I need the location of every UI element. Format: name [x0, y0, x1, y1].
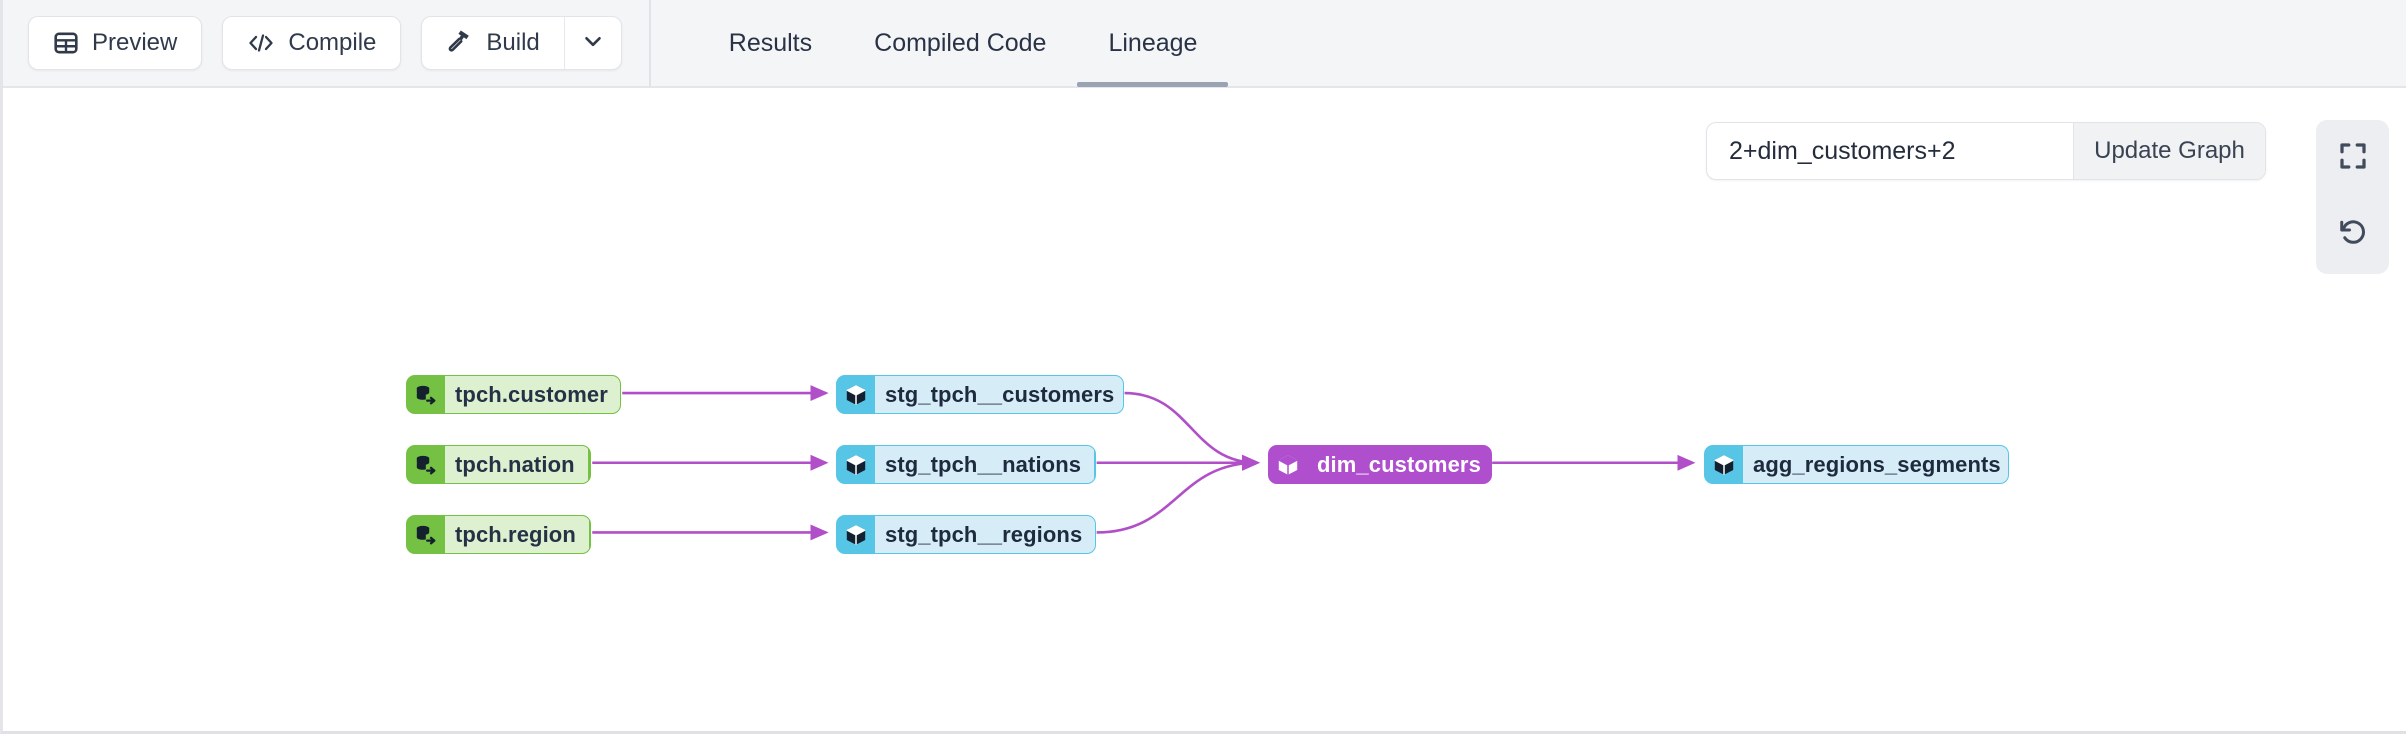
lineage-node-label: tpch.nation	[445, 446, 588, 483]
node-selector-input[interactable]	[1707, 123, 2073, 179]
lineage-edges	[592, 385, 1696, 541]
fullscreen-button[interactable]	[2325, 134, 2380, 182]
lineage-canvas[interactable]: tpch.customer tpch.nation tpch.region stg_t…	[3, 90, 2406, 731]
tab-lineage[interactable]: Lineage	[1077, 0, 1229, 87]
chevron-down-icon	[580, 28, 606, 59]
tab-results-label: Results	[728, 28, 813, 57]
node-selector-group: Update Graph	[1706, 122, 2266, 180]
lineage-node-tpch_nation[interactable]: tpch.nation	[406, 445, 591, 484]
build-button-label: Build	[486, 29, 540, 56]
reset-undo-icon	[2338, 217, 2368, 252]
database-source-icon	[407, 376, 445, 413]
tab-compiled-code-label: Compiled Code	[874, 28, 1047, 57]
cube-model-icon	[1269, 446, 1307, 483]
lineage-edge	[1096, 454, 1261, 534]
lineage-node-label: tpch.customer	[445, 376, 620, 413]
lineage-node-tpch_region[interactable]: tpch.region	[406, 515, 591, 554]
result-tabs: Results Compiled Code Lineage	[651, 0, 1229, 87]
database-source-icon	[407, 446, 445, 483]
lineage-node-label: dim_customers	[1307, 446, 1491, 483]
cube-model-icon	[837, 376, 875, 413]
table-grid-icon	[53, 30, 79, 56]
update-graph-button-label: Update Graph	[2094, 137, 2245, 164]
compile-button-label: Compile	[288, 29, 377, 56]
cube-model-icon	[837, 446, 875, 483]
lineage-node-stg_tpch_customers[interactable]: stg_tpch__customers	[836, 375, 1124, 414]
lineage-node-agg_regions_segments[interactable]: agg_regions_segments	[1704, 445, 2009, 484]
build-split-button: Build	[421, 16, 622, 70]
reset-graph-button[interactable]	[2325, 210, 2380, 258]
graph-controls	[2316, 120, 2389, 274]
lineage-edge	[1124, 391, 1261, 471]
preview-button[interactable]: Preview	[28, 16, 203, 70]
build-dropdown-toggle[interactable]	[563, 17, 621, 69]
lineage-node-tpch_customer[interactable]: tpch.customer	[406, 375, 621, 414]
tab-compiled-code[interactable]: Compiled Code	[843, 0, 1077, 87]
toolbar-action-group: Preview Compile	[3, 0, 651, 87]
update-graph-button[interactable]: Update Graph	[2073, 123, 2265, 179]
lineage-node-label: stg_tpch__customers	[875, 376, 1123, 413]
database-source-icon	[407, 516, 445, 553]
lineage-node-label: stg_tpch__nations	[875, 446, 1095, 483]
lineage-node-label: stg_tpch__regions	[875, 516, 1095, 553]
compile-button[interactable]: Compile	[222, 16, 402, 70]
lineage-node-stg_tpch_nations[interactable]: stg_tpch__nations	[836, 445, 1096, 484]
tab-lineage-label: Lineage	[1108, 28, 1198, 57]
tab-results[interactable]: Results	[698, 0, 843, 87]
fullscreen-expand-icon	[2338, 141, 2368, 176]
lineage-node-label: agg_regions_segments	[1743, 446, 2008, 483]
cube-model-icon	[1705, 446, 1743, 483]
toolbar: Preview Compile	[3, 0, 2406, 88]
preview-button-label: Preview	[92, 29, 178, 56]
build-button[interactable]: Build	[422, 17, 563, 69]
code-brackets-icon	[247, 31, 275, 55]
hammer-icon	[446, 27, 473, 60]
lineage-node-label: tpch.region	[445, 516, 589, 553]
lineage-node-stg_tpch_regions[interactable]: stg_tpch__regions	[836, 515, 1096, 554]
cube-model-icon	[837, 516, 875, 553]
lineage-node-dim_customers[interactable]: dim_customers	[1268, 445, 1492, 484]
